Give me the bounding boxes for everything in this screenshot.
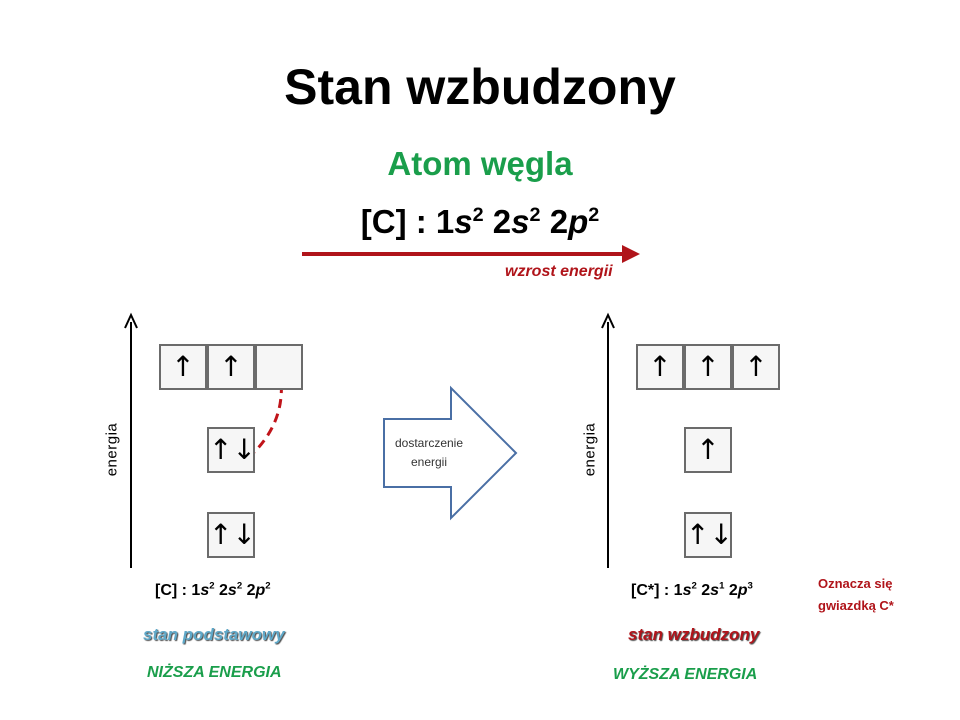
main-electron-configuration: [C] : 1s2 2s2 2p2: [360, 203, 600, 240]
energy-supply-label-line1: dostarczenie: [394, 436, 464, 450]
ground-2s-orbital: ↑↓: [207, 427, 256, 473]
excited-2p-orbital-2: ↑: [684, 344, 732, 390]
energy-supply-label: dostarczenie energii: [384, 434, 474, 472]
right-energy-axis-head: [601, 312, 615, 329]
ground-2p-orbital-1: ↑: [159, 344, 207, 390]
excited-1s-orbital: ↑↓: [684, 512, 733, 558]
page-title: Stan wzbudzony: [284, 59, 676, 115]
asterisk-note-line2: gwiazdką C*: [818, 598, 894, 613]
excited-state-name: stan wzbudzony: [628, 625, 760, 644]
asterisk-note: Oznacza się gwiazdką C*: [818, 573, 894, 617]
energy-increase-arrowhead: [622, 245, 640, 263]
excited-configuration: [C*] : 1s2 2s1 2p3: [631, 580, 753, 599]
excited-energy-level: WYŻSZA ENERGIA: [613, 666, 758, 683]
ground-2p-orbital-3: [255, 344, 303, 390]
excited-2p-orbital-1: ↑: [636, 344, 684, 390]
ground-1s-orbital: ↑↓: [207, 512, 256, 558]
ground-configuration: [C] : 1s2 2s2 2p2: [155, 580, 271, 599]
energy-supply-arrow: [383, 385, 518, 521]
left-energy-axis-head: [124, 312, 138, 329]
ground-2p-orbital-2: ↑: [207, 344, 255, 390]
energy-supply-label-line2: energii: [410, 455, 448, 469]
asterisk-note-line1: Oznacza się: [818, 576, 893, 591]
left-axis-label: energia: [103, 422, 121, 477]
excited-2p-orbital-3: ↑: [732, 344, 780, 390]
energy-increase-label: wzrost energii: [505, 263, 613, 280]
ground-energy-level: NIŻSZA ENERGIA: [147, 664, 282, 681]
right-axis-label: energia: [581, 422, 599, 477]
subtitle: Atom węgla: [387, 145, 573, 182]
ground-state-name: stan podstawowy: [143, 625, 285, 644]
excited-2s-orbital: ↑: [684, 427, 732, 473]
